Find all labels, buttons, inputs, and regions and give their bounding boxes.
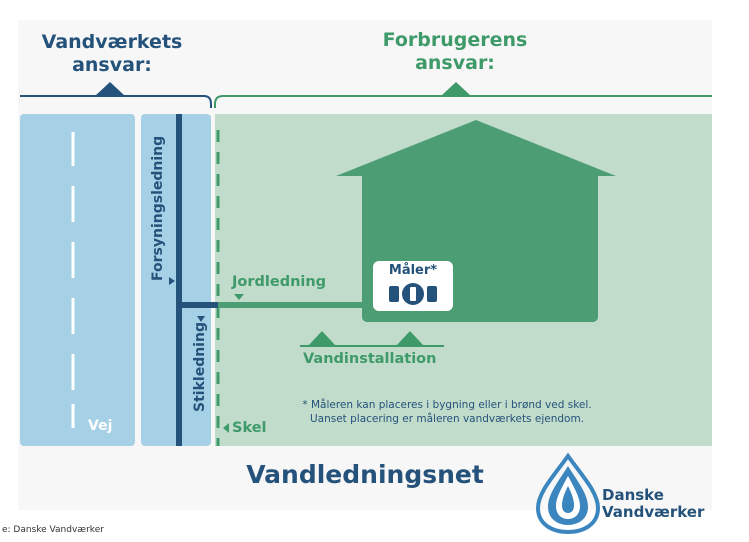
supply-line-label: Forsyningsledning	[150, 135, 166, 281]
meter-label: Måler*	[388, 263, 438, 278]
road-label: Vej	[88, 418, 113, 434]
danske-vandvaerker-logo-icon	[535, 452, 601, 535]
service-line-label: Stikledning	[192, 322, 208, 412]
logo-line-1: Danske	[602, 486, 664, 504]
consumer-responsibility-bracket	[214, 95, 712, 108]
consumer-heading-line-1: Forbrugerens	[382, 29, 528, 51]
ground-line-pointer	[234, 294, 244, 300]
utility-heading-line-2: ansvar:	[72, 54, 152, 76]
installation-pointer-left	[308, 331, 336, 346]
road-panel	[20, 114, 135, 446]
utility-heading-line-1: Vandværkets	[41, 31, 183, 53]
footnote-line-2: Uanset placering er måleren vandværkets …	[309, 413, 585, 425]
supply-line-pointer	[169, 277, 175, 285]
meter-footnote: * Måleren kan placeres i bygning eller i…	[282, 398, 612, 426]
boundary-label: Skel	[232, 420, 267, 436]
consumer-heading-line-2: ansvar:	[415, 52, 495, 74]
utility-responsibility-bracket	[20, 95, 212, 108]
consumer-bracket-pointer	[441, 82, 471, 96]
diagram-title: Vandledningsnet	[246, 460, 484, 489]
utility-bracket-pointer	[95, 82, 125, 96]
logo-line-2: Vandværker	[602, 503, 705, 521]
boundary-pointer	[223, 423, 229, 433]
water-meter-icon	[389, 283, 437, 305]
water-installation-label: Vandinstallation	[303, 351, 437, 367]
source-credit: e: Danske Vandværker	[2, 525, 104, 535]
utility-responsibility-heading: Vandværkets ansvar:	[22, 31, 202, 77]
ground-line-label: Jordledning	[232, 274, 327, 290]
house-roof	[336, 120, 616, 176]
installation-pointer-right	[396, 331, 424, 346]
logo-wordmark: Danske Vandværker	[602, 487, 704, 521]
footnote-line-1: * Måleren kan placeres i bygning eller i…	[302, 399, 592, 411]
service-line-pointer	[197, 316, 205, 322]
consumer-responsibility-heading: Forbrugerens ansvar:	[360, 29, 550, 75]
